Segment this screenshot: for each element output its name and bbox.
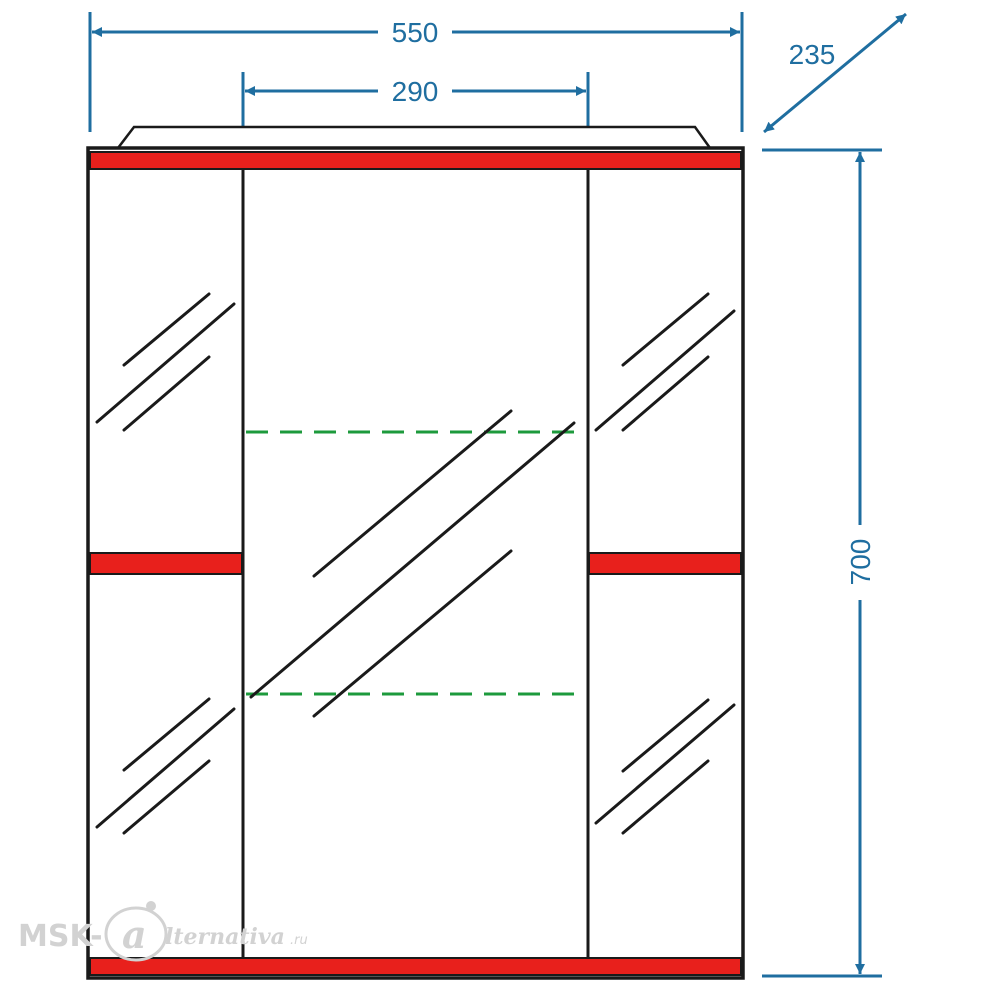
dim-label-550: 550 bbox=[392, 17, 439, 48]
bottom-accent-panel bbox=[89, 957, 742, 976]
dimension-lines bbox=[88, 12, 907, 978]
shelves bbox=[246, 430, 586, 696]
reflection-center bbox=[249, 409, 576, 718]
watermark-suffix: lternativa bbox=[165, 924, 285, 950]
watermark-at-ring bbox=[104, 906, 168, 962]
reflection-right-lower bbox=[594, 698, 736, 835]
reflection-left-upper bbox=[95, 292, 236, 432]
right-middle-accent-panel bbox=[588, 552, 742, 575]
top-cornice bbox=[117, 125, 712, 149]
reflection-left-lower bbox=[95, 697, 236, 835]
watermark-at-glyph: a bbox=[122, 912, 147, 957]
dim-label-235: 235 bbox=[789, 39, 836, 70]
dim-label-700: 700 bbox=[845, 539, 876, 586]
reflection-right-upper bbox=[594, 292, 736, 432]
mirror-reflections bbox=[95, 292, 736, 835]
top-accent-panel bbox=[89, 151, 742, 170]
dim-label-290: 290 bbox=[392, 76, 439, 107]
dim-235 bbox=[763, 12, 907, 134]
watermark-tld: .ru bbox=[290, 933, 308, 948]
watermark-prefix: MSK- bbox=[18, 919, 103, 954]
watermark-logo: MSK- a lternativa .ru bbox=[18, 901, 308, 962]
left-middle-accent-panel bbox=[89, 552, 243, 575]
watermark-dot bbox=[146, 901, 156, 911]
